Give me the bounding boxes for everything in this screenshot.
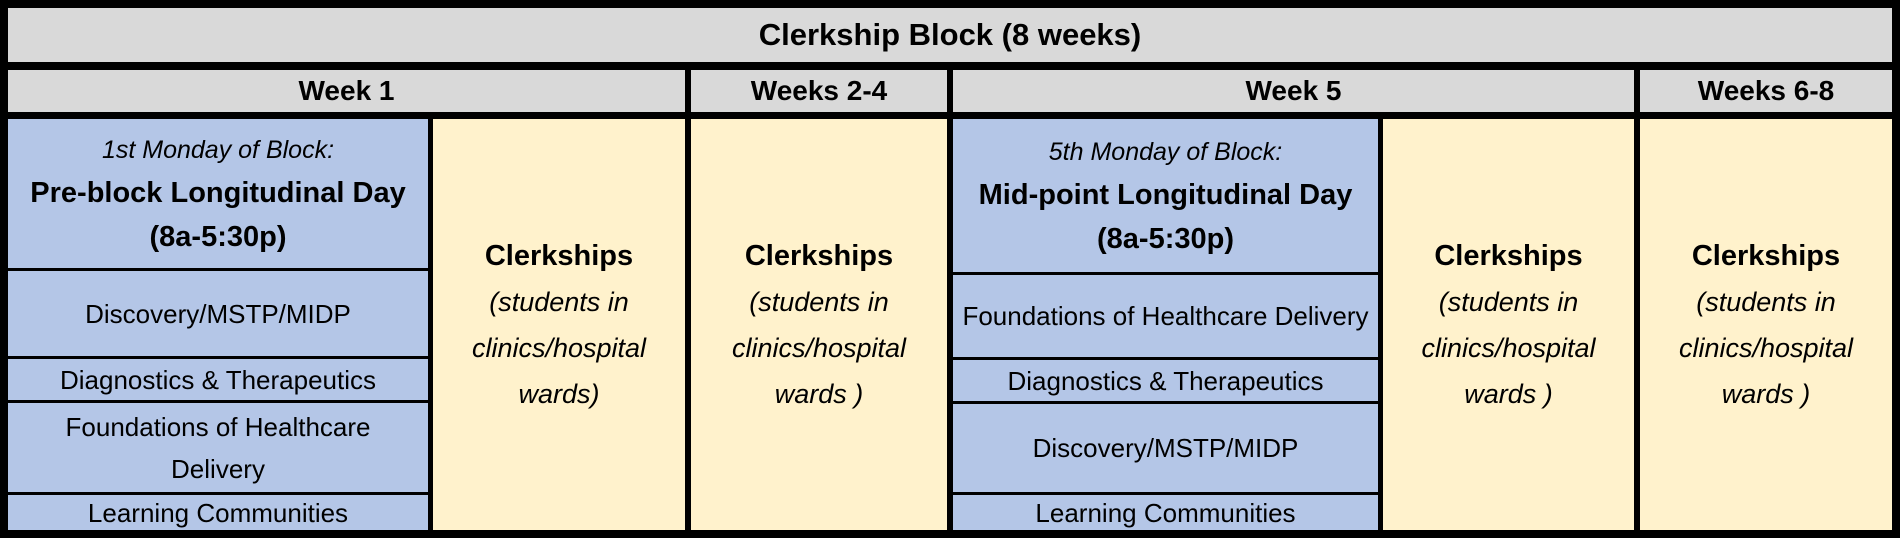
week1-activity-learning: Learning Communities — [8, 492, 428, 530]
week5-activity-discovery: Discovery/MSTP/MIDP — [953, 401, 1378, 492]
week1-day-time: (8a-5:30p) — [149, 220, 287, 253]
clerkships-subtitle: wards ) — [1721, 378, 1811, 409]
week1-day-name: Pre-block Longitudinal Day — [30, 176, 406, 209]
week5-longitudinal-cell: 5th Monday of Block: Mid-point Longitudi… — [953, 119, 1378, 530]
week1-monday-label: 1st Monday of Block: — [101, 135, 335, 164]
header-weeks-2-4: Weeks 2-4 — [691, 70, 947, 112]
week5-activity-learning: Learning Communities — [953, 492, 1378, 530]
week5-day-time: (8a-5:30p) — [1097, 222, 1234, 255]
clerkships-subtitle: (students in — [1696, 286, 1836, 317]
clerkships-subtitle: (students in — [749, 286, 889, 317]
week5-activity-diagnostics: Diagnostics & Therapeutics — [953, 357, 1378, 401]
clerkships-subtitle: (students in — [489, 286, 629, 317]
week1-activity-diagnostics: Diagnostics & Therapeutics — [8, 356, 428, 400]
clerkships-title: Clerkships — [1434, 239, 1583, 272]
clerkships-subtitle: clinics/hospital — [731, 332, 907, 363]
clerkships-title: Clerkships — [744, 239, 894, 272]
week1-activity-discovery: Discovery/MSTP/MIDP — [8, 268, 428, 356]
weeks2-4-clerkships-cell: Clerkships (students in clinics/hospital… — [691, 119, 947, 530]
table-title: Clerkship Block (8 weeks) — [8, 8, 1892, 62]
clerkships-title: Clerkships — [484, 239, 634, 272]
clerkships-subtitle: wards) — [518, 378, 600, 409]
week1-clerkships-cell: Clerkships (students in clinics/hospital… — [433, 119, 685, 530]
clerkships-subtitle: wards ) — [1464, 378, 1553, 409]
header-week-1: Week 1 — [8, 70, 685, 112]
clerkships-subtitle: clinics/hospital — [1678, 332, 1854, 363]
week5-day-name: Mid-point Longitudinal Day — [978, 178, 1353, 211]
clerkships-subtitle: wards ) — [774, 378, 864, 409]
header-weeks-6-8: Weeks 6-8 — [1640, 70, 1892, 112]
clerkships-subtitle: (students in — [1438, 286, 1579, 317]
clerkships-title: Clerkships — [1691, 239, 1841, 272]
week1-longitudinal-header: 1st Monday of Block: Pre-block Longitudi… — [8, 119, 428, 268]
weeks6-8-clerkships-cell: Clerkships (students in clinics/hospital… — [1640, 119, 1892, 530]
week5-longitudinal-header: 5th Monday of Block: Mid-point Longitudi… — [953, 119, 1378, 272]
week1-longitudinal-cell: 1st Monday of Block: Pre-block Longitudi… — [8, 119, 428, 530]
clerkships-subtitle: clinics/hospital — [1421, 332, 1596, 363]
clerkships-subtitle: clinics/hospital — [471, 332, 647, 363]
week5-clerkships-cell: Clerkships (students in clinics/hospital… — [1383, 119, 1634, 530]
header-week-5: Week 5 — [953, 70, 1634, 112]
week5-monday-label: 5th Monday of Block: — [1048, 137, 1283, 166]
week5-activity-foundations: Foundations of Healthcare Delivery — [953, 272, 1378, 357]
week1-activity-foundations: Foundations of Healthcare Delivery — [8, 400, 428, 492]
